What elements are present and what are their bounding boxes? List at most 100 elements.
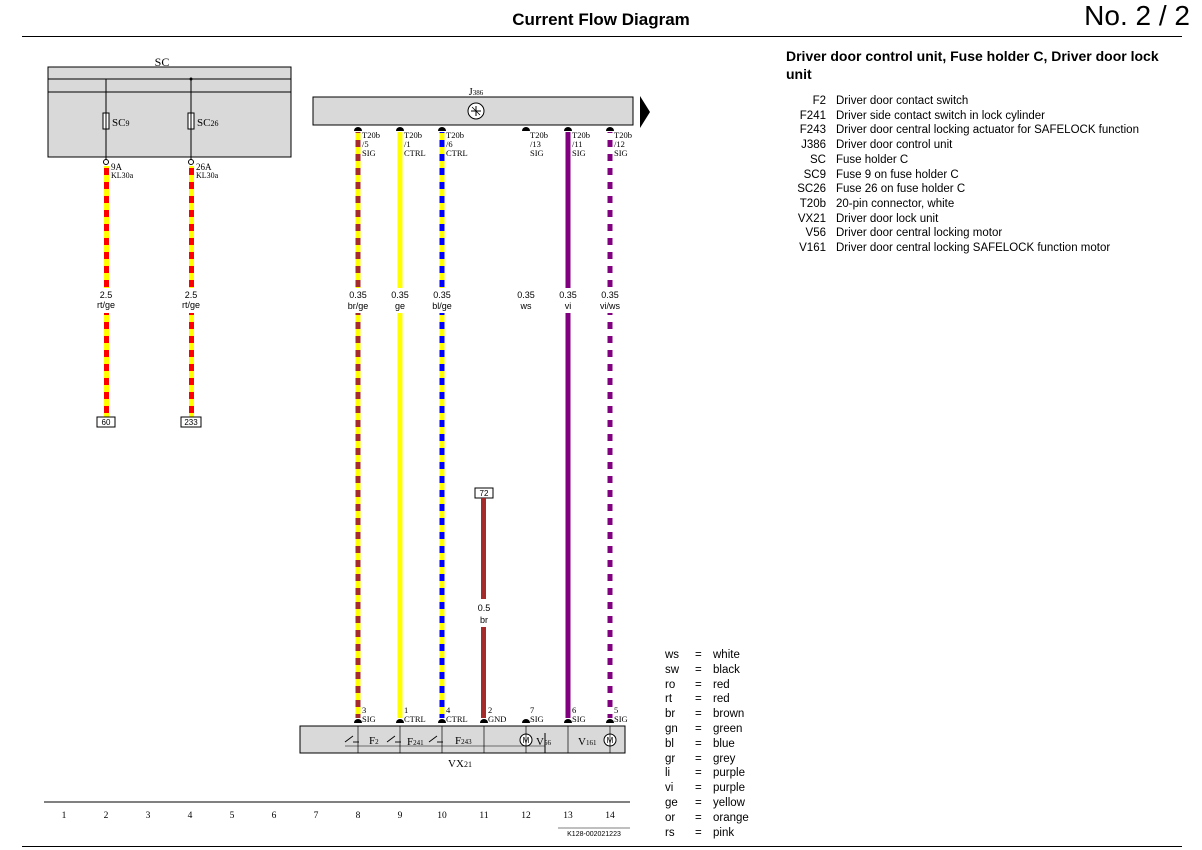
color-code-eq: = [695, 708, 702, 721]
wire-color-label: ws [520, 301, 532, 311]
color-code-abbr: br [665, 708, 676, 721]
unit-pin-icon [480, 719, 488, 723]
unit-pin-number: 5 [614, 705, 618, 715]
legend-text: Driver side contact switch in lock cylin… [836, 109, 1045, 122]
color-code-eq: = [695, 767, 702, 780]
legend-code: SC9 [803, 168, 826, 181]
grid-number: 2 [104, 811, 109, 821]
color-code-eq: = [695, 752, 702, 765]
grid-number: 4 [188, 811, 193, 821]
page-number: No. 2 / 2 [1084, 0, 1190, 31]
connector-signal: SIG [530, 148, 544, 158]
unit-pin-icon [606, 719, 614, 723]
legend-code: SC [810, 153, 826, 166]
color-code-eq: = [695, 678, 702, 691]
control-unit-j386: J386 [312, 87, 650, 128]
color-code-item: rs=pink [665, 826, 734, 841]
connector-name: T20b [404, 130, 422, 140]
wire-color-label: br [480, 615, 488, 625]
color-code-abbr: ws [665, 649, 680, 661]
legend-text: Driver door lock unit [836, 212, 939, 225]
signal-wire [439, 313, 445, 718]
lock-unit-vx21: VX21 F2 F241 F243 V56 V161 M M [299, 725, 626, 770]
grid-number: 13 [563, 811, 573, 821]
grid-number: 7 [314, 811, 319, 821]
connector-pin-number: /11 [572, 139, 583, 149]
color-code-abbr: ro [665, 678, 676, 691]
color-code-name: white [713, 649, 740, 661]
wire-gauge: 0.35 [517, 290, 535, 300]
color-code-name: red [713, 678, 730, 691]
connector-name: T20b [446, 130, 464, 140]
grid-number: 1 [62, 811, 67, 821]
connector-signal: SIG [572, 148, 586, 158]
signal-wire [439, 132, 445, 288]
connector-pin-icon [396, 127, 404, 131]
color-code-name: pink [713, 826, 735, 839]
legend-text: Driver door central locking motor [836, 227, 1003, 240]
component-f243: F243 [455, 735, 472, 747]
grid-number: 6 [272, 811, 277, 821]
connector-signal: CTRL [446, 148, 468, 158]
wire-gauge: 0.35 [601, 290, 619, 300]
wire-color-label: bl/ge [432, 301, 452, 311]
unit-pin-icon [522, 719, 530, 723]
connector-name: T20b [530, 130, 548, 140]
legend-text: Driver door central locking SAFELOCK fun… [836, 242, 1111, 254]
connector-name: T20b [572, 130, 590, 140]
grid-number: 11 [479, 811, 488, 821]
ref-60: 60 [102, 418, 111, 427]
wire-color-label: vi [565, 301, 572, 311]
wire-gauge: 0.35 [559, 290, 577, 300]
unit-pin-icon [354, 719, 362, 723]
color-code-eq: = [695, 663, 702, 676]
connector-pin-number: /12 [614, 139, 625, 149]
connector-pin-icon [606, 127, 614, 131]
color-code-name: yellow [713, 797, 745, 809]
grid-number: 5 [230, 811, 235, 821]
signal-wire [565, 313, 571, 718]
connector-signal: SIG [614, 148, 628, 158]
signal-wire [565, 132, 571, 288]
legend-text: Driver door central locking actuator for… [836, 124, 1139, 137]
unit-pin-number: 6 [572, 705, 576, 715]
signal-wire [397, 132, 403, 288]
color-code-item: sw=black [665, 663, 740, 678]
control-unit-label: J386 [469, 87, 484, 98]
color-code-abbr: gn [665, 723, 678, 735]
connector-signal: CTRL [404, 148, 426, 158]
color-code-eq: = [695, 649, 702, 661]
color-code-eq: = [695, 826, 702, 839]
wire-gauge: 0.35 [433, 290, 451, 300]
color-code-name: black [713, 663, 740, 676]
footer-divider [22, 846, 1182, 847]
signal-wire [607, 132, 613, 288]
legend-code: SC26 [797, 183, 826, 196]
signal-wire [355, 132, 361, 288]
grid-number: 10 [437, 811, 447, 821]
unit-pin-signal: SIG [530, 714, 544, 724]
unit-pin-signal: CTRL [446, 714, 468, 724]
connector-pin-number: /13 [530, 139, 541, 149]
fuse-holder-label: SC [155, 55, 170, 69]
color-code-name: green [713, 723, 743, 735]
color-code-abbr: ge [665, 797, 678, 809]
fuse-pin-9a: 9A [111, 162, 123, 172]
grid-number: 9 [398, 811, 403, 821]
color-code-item: li=purple [665, 766, 745, 781]
color-code-name: purple [713, 782, 745, 795]
signal-wire [355, 313, 361, 718]
connector-pin-icon [564, 127, 572, 131]
wire-gauge: 0.35 [349, 290, 367, 300]
document-code: K128-002021223 [567, 831, 621, 838]
legend-text: 20-pin connector, white [836, 197, 955, 210]
color-code-item: gn=green [665, 722, 742, 737]
color-code-abbr: or [665, 811, 676, 824]
color-code-item: rt=red [665, 692, 730, 707]
wire-rtge-1b [104, 313, 109, 417]
